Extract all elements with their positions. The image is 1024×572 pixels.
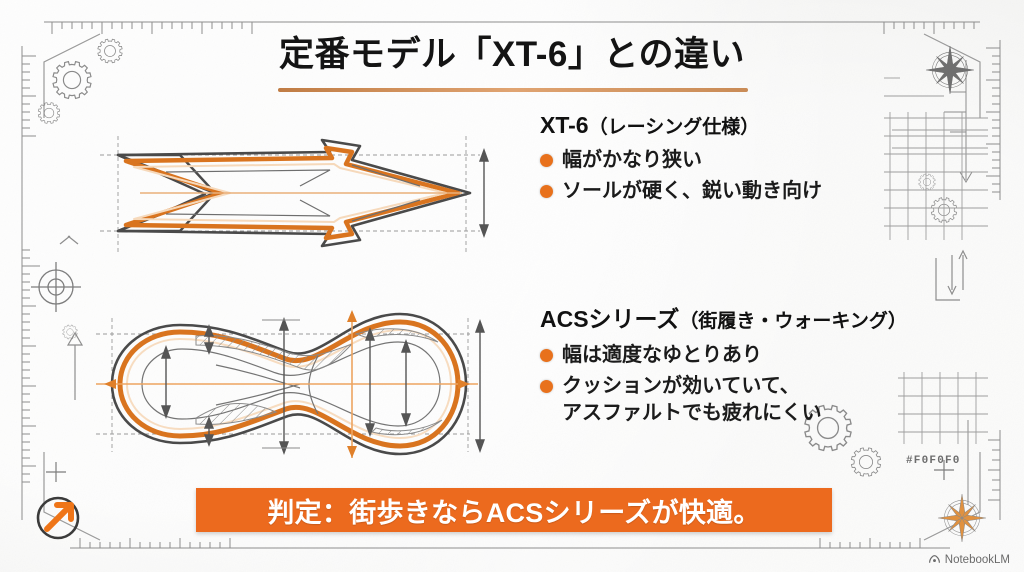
section-xt6-heading-paren: （レーシング仕様）	[588, 117, 760, 138]
bullet-dot-icon	[540, 154, 553, 167]
notebooklm-icon	[928, 555, 940, 563]
section-acs-heading: ACSシリーズ（街履き・ウォーキング）	[540, 300, 990, 334]
list-item: 幅は適度なゆとりあり	[540, 342, 990, 370]
section-acs-heading-main: ACSシリーズ	[540, 306, 680, 332]
list-item: ソールが硬く、鋭い動き向け	[540, 178, 980, 206]
section-acs: ACSシリーズ（街履き・ウォーキング） 幅は適度なゆとりあり クッションが効いて…	[540, 300, 990, 431]
section-xt6-heading-main: XT-6	[540, 112, 589, 138]
notebooklm-label: NotebookLM	[944, 553, 1010, 566]
page-title-block: 定番モデル「XT-6」との違い	[0, 34, 1024, 76]
list-item: 幅がかなり狭い	[540, 147, 980, 175]
section-acs-heading-paren: （街履き・ウォーキング）	[679, 311, 907, 332]
section-xt6: XT-6（レーシング仕様） 幅がかなり狭い ソールが硬く、鋭い動き向け	[540, 112, 980, 208]
bullet-dot-icon	[540, 349, 553, 362]
verdict-banner-text: 判定：街歩きならACSシリーズが快適。	[267, 497, 761, 528]
page-title: 定番モデル「XT-6」との違い	[278, 35, 746, 74]
notebooklm-watermark: NotebookLM	[928, 553, 1010, 566]
list-item: クッションが効いていて、 アスファルトでも疲れにくい	[540, 373, 990, 428]
title-underline	[278, 88, 748, 92]
bullet-dot-icon	[540, 379, 553, 393]
bullet-text: 幅は適度なゆとりあり	[562, 344, 762, 366]
section-xt6-heading: XT-6（レーシング仕様）	[540, 112, 980, 139]
bullet-dot-icon	[540, 184, 553, 198]
hex-color-label: #F0F0F0	[906, 455, 961, 467]
bullet-text: ソールが硬く、鋭い動き向け	[562, 179, 822, 202]
verdict-banner: 判定：街歩きならACSシリーズが快適。	[196, 488, 832, 532]
bullet-text: クッションが効いていて、 アスファルトでも疲れにくい	[562, 374, 822, 425]
bullet-text: 幅がかなり狭い	[562, 149, 702, 171]
